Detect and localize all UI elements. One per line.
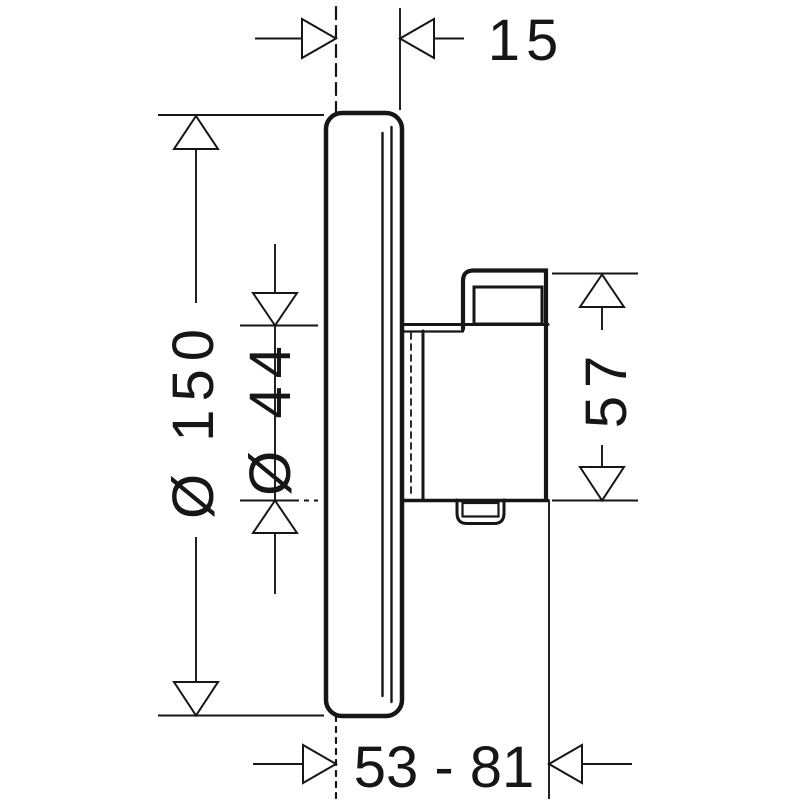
arrowhead-down-icon bbox=[251, 292, 299, 328]
arrowhead-up-icon bbox=[578, 272, 626, 308]
handle-bottom-tab bbox=[455, 498, 506, 525]
dimension-projection-range: 53 - 81 bbox=[253, 500, 632, 800]
arrowhead-left-icon bbox=[397, 17, 435, 60]
arrowhead-down-icon bbox=[172, 681, 220, 718]
arrowhead-down-icon bbox=[578, 466, 626, 503]
dimension-handle-diameter: Ø 44 bbox=[238, 244, 318, 594]
dimension-label-57: 57 bbox=[574, 348, 639, 429]
arrowhead-right-icon bbox=[302, 743, 339, 785]
dimension-plate-depth: 15 bbox=[255, 8, 565, 110]
dimension-label-15: 15 bbox=[488, 8, 565, 73]
arrowhead-up-icon bbox=[251, 498, 299, 534]
arrowhead-left-icon bbox=[546, 743, 583, 785]
dimension-label-diameter-150: Ø 150 bbox=[161, 321, 226, 519]
handle-bottom-tab-inner bbox=[461, 501, 500, 518]
escutcheon-plate bbox=[323, 110, 405, 719]
handle bbox=[400, 268, 550, 525]
dimension-plate-diameter: Ø 150 bbox=[158, 114, 324, 718]
dimension-handle-height: 57 bbox=[552, 272, 639, 503]
handle-cap-outline bbox=[460, 268, 549, 501]
handle-cap-inner bbox=[472, 285, 544, 326]
arrowhead-right-icon bbox=[301, 17, 339, 60]
arrowhead-up-icon bbox=[172, 114, 220, 150]
dimension-label-diameter-44: Ø 44 bbox=[238, 338, 303, 496]
dimension-label-53-81: 53 - 81 bbox=[354, 735, 535, 800]
plate-outline bbox=[323, 110, 405, 719]
